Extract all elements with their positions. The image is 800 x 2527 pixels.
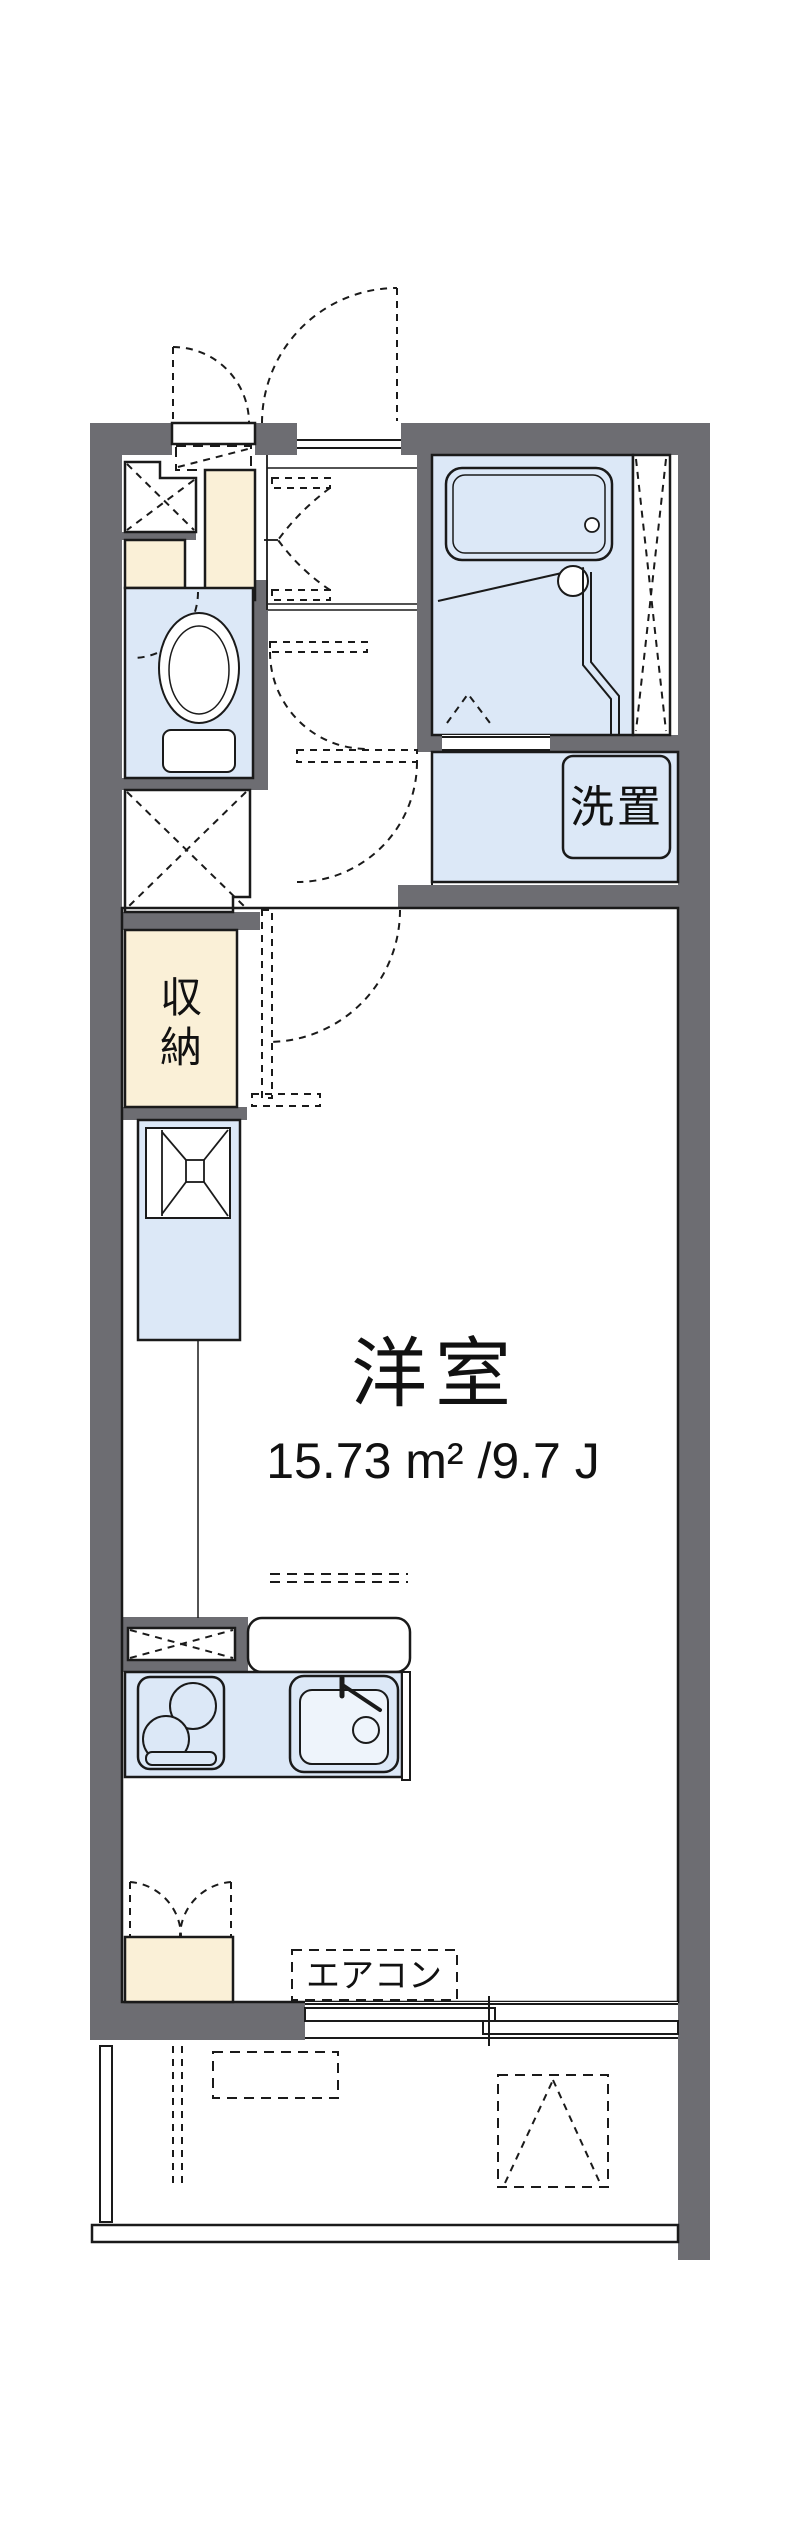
bath-faucet [557, 565, 589, 597]
walls [90, 423, 710, 2260]
wall-band-4 [122, 1107, 247, 1120]
room-door-leaf [261, 909, 273, 1099]
wall-left [90, 423, 122, 2040]
window-sash-1 [304, 2007, 496, 2022]
wall-band-3 [122, 912, 260, 930]
toilet-bowl-rim [168, 625, 230, 715]
wall-band-2 [122, 778, 268, 790]
bifold-arc-1 [277, 487, 331, 541]
wall-top-mid [255, 423, 297, 455]
bath-door-opening [442, 735, 550, 752]
bathtub-drain [584, 517, 600, 533]
corridor-door-a-arc [269, 651, 368, 750]
wall-right [678, 423, 710, 2260]
vanity-drain [185, 1159, 205, 1183]
pipe-shaft-2-x2 [126, 791, 247, 909]
washing-machine-pan [561, 754, 672, 860]
bifold-door-top [271, 477, 331, 489]
sink-faucet-spout [342, 1684, 382, 1712]
pipe-space-x2 [635, 458, 667, 732]
fridge-door-arc-left [129, 1881, 183, 1938]
evacuation-hatch-leg-2 [552, 2079, 601, 2184]
western-room-area-label: 15.73 m² /9.7 J [266, 1433, 600, 1489]
bathroom [430, 453, 672, 752]
evacuation-hatch [497, 2074, 609, 2188]
window-sash-2 [482, 2020, 679, 2035]
kitchen [123, 1573, 412, 1781]
meter-box-door-swing-arc [172, 346, 250, 424]
corridor-door-b-leaf [296, 749, 418, 763]
washroom: 洗置 [430, 750, 680, 885]
vanity-line-2 [161, 1181, 187, 1215]
meter-box-step [175, 445, 252, 471]
stove-burner-1 [169, 1682, 217, 1730]
balcony-partition [99, 2045, 113, 2223]
laundry-label: 洗置 [570, 783, 664, 832]
fridge-door-arc-right [178, 1881, 232, 1938]
wall-toilet-right [253, 580, 268, 790]
meter-box-door [170, 421, 257, 446]
vanity-line-4 [203, 1181, 229, 1217]
sink-drain [352, 1716, 380, 1744]
hall-corridor [264, 455, 418, 883]
wall-washroom-bottom [398, 885, 678, 908]
wall-bath-bottom [550, 735, 678, 752]
wall-corridor-right [417, 455, 432, 752]
toilet-tank [162, 729, 236, 773]
aircon-box [291, 1949, 458, 2001]
entrance-door-swing-arc [261, 287, 398, 424]
meter-box-diagonal [177, 448, 249, 468]
bath-panel-line-1 [582, 570, 612, 734]
fridge-base [123, 1935, 235, 2004]
pipe-shaft-1-x2 [126, 479, 195, 531]
left-service-column: 収 納 [123, 460, 257, 1662]
wall-bath-door-jamb [432, 735, 442, 752]
pipe-shaft-1-x1 [126, 463, 195, 531]
vanity-line-3 [203, 1129, 229, 1161]
western-room-label: 洋室 [351, 1332, 519, 1417]
kitchen-end-panel [401, 1671, 411, 1781]
balcony-window [304, 1996, 679, 2046]
evacuation-hatch-leg-1 [504, 2079, 554, 2184]
wall-band-1 [122, 532, 196, 540]
corridor-door-a-leaf [269, 641, 368, 653]
storage-label-char1: 収 [160, 974, 202, 1021]
cabinet-small [123, 538, 187, 590]
bifold-arc-2 [277, 539, 331, 591]
bathtub-inner-rim [452, 474, 606, 554]
balcony-equipment-outline [212, 2051, 339, 2099]
wall-top-right [401, 423, 710, 455]
aircon-label: エアコン [306, 1957, 442, 1995]
pipe-shaft-3-x2 [129, 1629, 234, 1659]
room-door-swing-arc [267, 909, 401, 1043]
bifold-door-bottom [271, 589, 331, 601]
bathtub [444, 466, 614, 562]
storage-label-char2: 納 [160, 1024, 202, 1071]
bath-panel-line-2 [590, 572, 620, 734]
stove-grill-tray [145, 1751, 217, 1766]
shoe-cabinet [203, 468, 257, 602]
storage-closet [123, 928, 239, 1109]
toilet-bowl [158, 612, 240, 724]
corridor-door-b-arc [296, 761, 418, 883]
appliance-spaces: エアコン [123, 1881, 458, 2004]
wall-bottom-left [90, 2002, 305, 2040]
balcony-railing [90, 2223, 680, 2244]
kitchen-counter-top [246, 1616, 412, 1674]
vanity-line-1 [161, 1131, 187, 1161]
balcony [90, 2045, 680, 2244]
entrance-area [170, 287, 401, 471]
